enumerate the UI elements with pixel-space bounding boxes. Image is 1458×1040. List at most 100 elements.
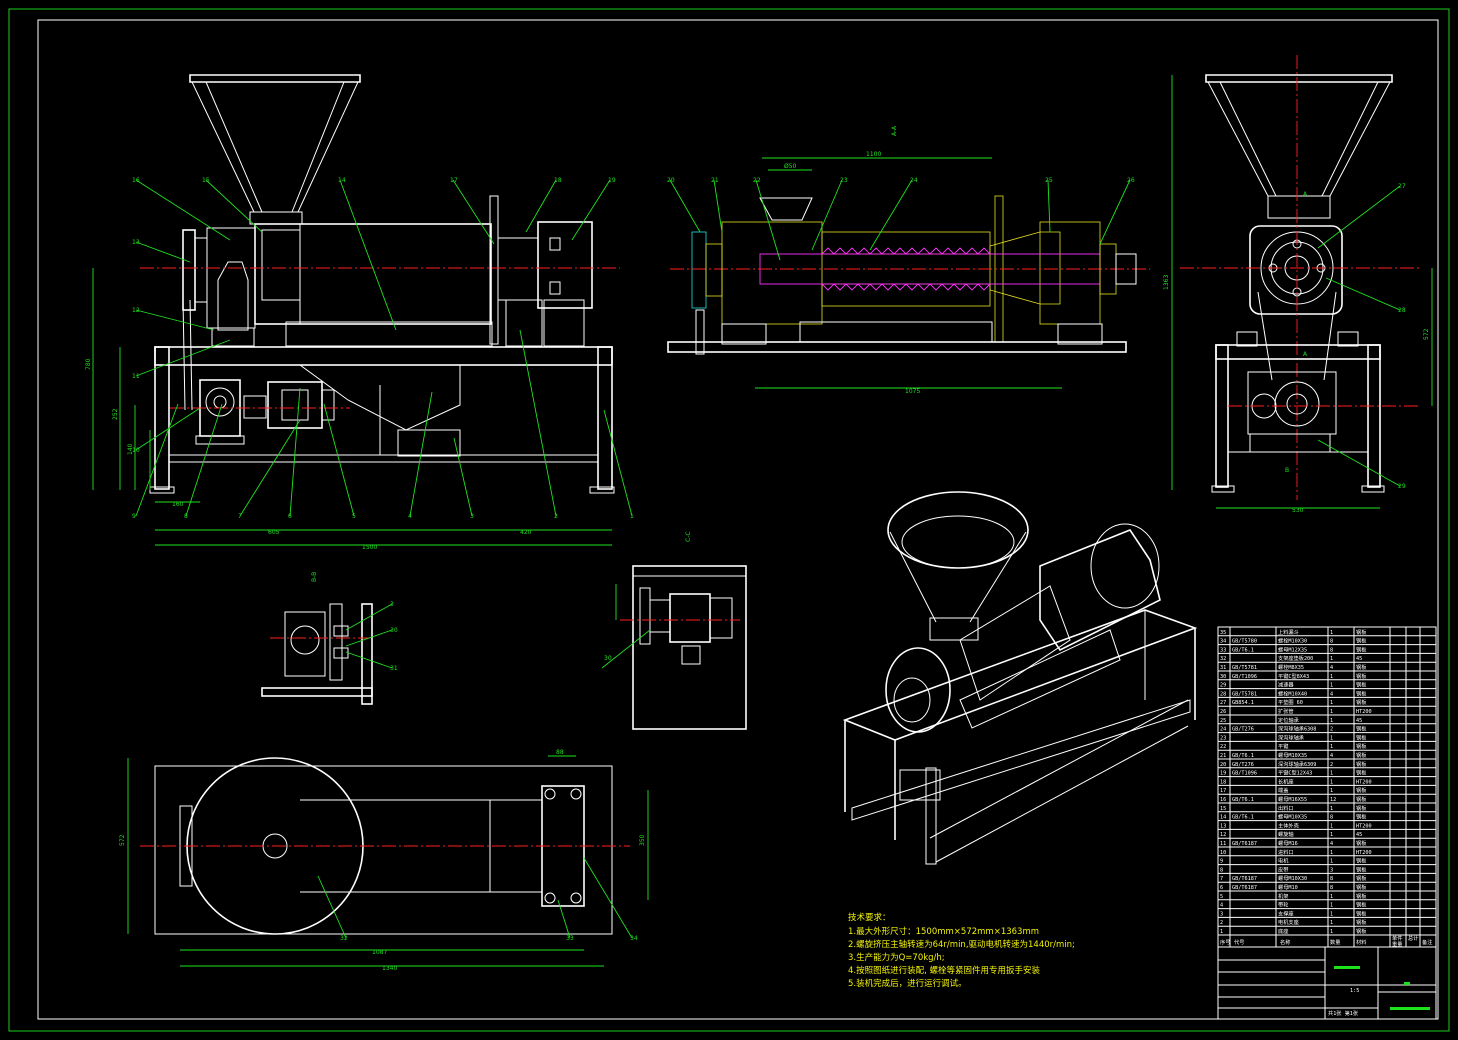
bom-cell: GB/T1096 [1232,771,1257,777]
part-balloon: 7 [238,513,242,520]
dim-side-centres: 572 [1423,328,1430,340]
drawing-number-bar [1390,1007,1430,1010]
part-balloon: 18 [554,177,562,184]
bom-cell: 1 [1330,700,1333,706]
bom-cell: 钢板 [1356,751,1367,759]
part-balloon: 21 [711,177,719,184]
bom-cell: 4 [1330,691,1333,697]
bom-cell: 2 [1330,727,1333,733]
bom-cell: 1 [1330,823,1333,829]
part-balloon: 33 [566,935,574,942]
bom-header-row [1217,934,1437,948]
bom-cell: 16 [1220,797,1226,803]
part-balloon: 2 [554,513,558,520]
bom-cell: 皮带 [1278,865,1288,873]
bom-cell: 电机支座 [1278,918,1299,926]
dim-side-height: 1363 [1163,275,1170,290]
dim-section-top: 1100 [866,151,881,158]
outer-border [8,8,1450,1032]
bom-cell: 26 [1220,709,1226,715]
bom-cell: 钢板 [1356,804,1367,812]
bom-cell: 1 [1330,630,1333,636]
bom-cell: 29 [1220,683,1226,689]
dim-plan-top: 88 [556,749,564,756]
bom-cell: 1 [1330,735,1333,741]
bom-cell: 4 [1220,903,1223,909]
isometric-view [842,491,1198,865]
bom-cell: 1 [1330,779,1333,785]
part-balloon: 5 [352,513,356,520]
bom-cell: 2 [1330,762,1333,768]
bom-cell: 螺母M16 [1278,839,1298,847]
bom-cell: GB/T6.1 [1232,647,1254,653]
bom-cell: 钢板 [1356,865,1367,873]
bom-cell: 螺母M10X35 [1278,751,1307,759]
technical-requirements: 技术要求： 1.最大外形尺寸：1500mm×572mm×1363mm 2.螺旋挤… [848,912,1075,989]
bom-cell: 1 [1330,709,1333,715]
bom-cell: 32 [1220,656,1226,662]
bom-cell: 19 [1220,771,1226,777]
bom-cell: 钢板 [1356,769,1367,777]
bom-cell: 1 [1330,894,1333,900]
side-label-a-mid: A [1303,351,1308,358]
bom-cell: 平键C型12X43 [1278,769,1312,777]
bom-cell: 45 [1356,832,1362,838]
part-balloon: 17 [450,177,458,184]
part-balloon: 10 [132,447,140,454]
bom-cell: 24 [1220,727,1226,733]
bom-cell: 1 [1330,656,1333,662]
bom-cell: 4 [1330,665,1333,671]
bom-cell: 33 [1220,647,1226,653]
bom-cell: 上料漏斗 [1278,628,1299,636]
bom-cell: 1 [1330,850,1333,856]
bom-header-cell: 代号 [1234,938,1244,946]
bom-cell: 机架 [1278,892,1288,900]
bom-cell: GB/T5781 [1232,691,1257,697]
requirements-title: 技术要求： [848,912,891,923]
bom-cell: 3 [1330,867,1333,873]
bom-cell: 14 [1220,815,1226,821]
bom-cell: 11 [1220,841,1226,847]
part-balloon: 30 [604,655,612,662]
bom-cell: 21 [1220,753,1226,759]
side-label-b: B [1285,467,1289,474]
dim-front-height: 780 [85,358,92,370]
bom-cell: GB/T1096 [1232,674,1257,680]
dim-front-right: 420 [520,529,532,536]
bom-header-cell: 总计 [1408,934,1418,942]
bom-cell: 主体外壳 [1278,821,1299,829]
bom-cell: 螺旋轴 [1278,830,1294,838]
bom-cell: 底座 [1278,927,1288,935]
bom-cell: 4 [1330,753,1333,759]
bom-cell: 钢板 [1356,733,1367,741]
bom-cell: 1 [1330,832,1333,838]
bom-cell: 1 [1330,929,1333,935]
bom-cell: 8 [1330,815,1333,821]
bom-cell: 6 [1220,885,1223,891]
section-view: A-A 1100 Ø50 1075 [667,125,1150,395]
bom-cell: 15 [1220,806,1226,812]
bom-cell: 2 [1220,920,1223,926]
requirement-5: 5.装机完成后，进行运行调试。 [848,978,967,989]
bom-cell: 平键 [1278,742,1288,750]
dim-front-foot: 160 [172,501,184,508]
bom-cell: 钢板 [1356,742,1367,750]
bom-cell: 钢板 [1356,857,1367,865]
view-c: C-C 30 [601,531,747,730]
bom-cell: 螺母M10X35 [1278,813,1307,821]
bom-cell: 钢板 [1356,760,1367,768]
bom-cell: 钢板 [1356,681,1367,689]
part-balloon: 32 [340,935,348,942]
part-balloon: 12 [132,307,140,314]
bom-cell: 1 [1220,929,1223,935]
bom-cell: 1 [1330,744,1333,750]
requirement-3: 3.生产能力为Q=70kg/h; [848,952,945,963]
requirement-1: 1.最大外形尺寸：1500mm×572mm×1363mm [848,926,1039,937]
part-balloon: 6 [288,513,292,520]
bom-cell: 13 [1220,823,1226,829]
bom-header-cell: 名称 [1280,938,1290,946]
part-balloon: 26 [1127,177,1135,184]
